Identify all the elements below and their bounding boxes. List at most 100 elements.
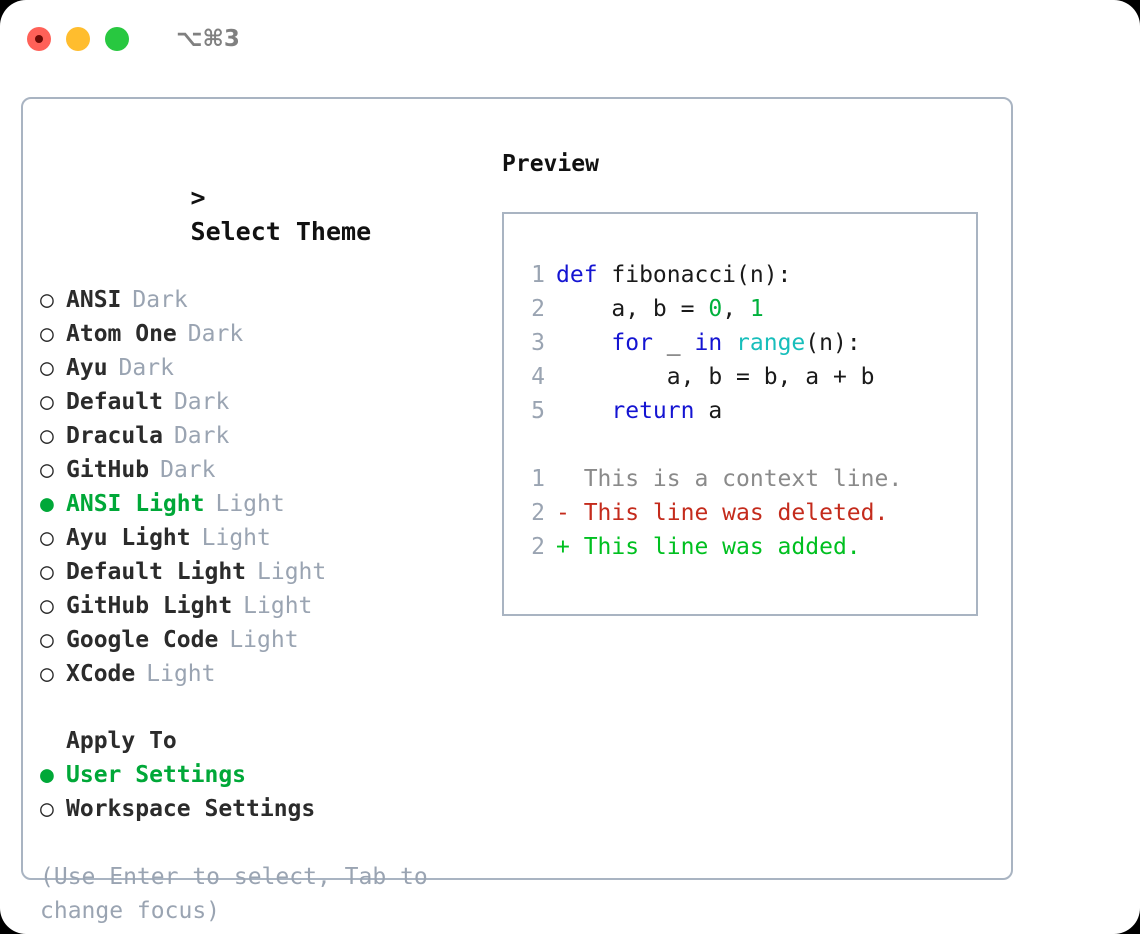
theme-variant-tag: Dark xyxy=(173,389,230,415)
code-line: 4 a, b = b, a + b xyxy=(518,360,976,394)
theme-list-item[interactable]: ○ GitHub Light Light xyxy=(40,589,493,623)
theme-list-item[interactable]: ○ Atom One Dark xyxy=(40,317,493,351)
code-token-kw: return xyxy=(611,398,695,424)
apply-to-item[interactable]: ○Workspace Settings xyxy=(40,792,493,826)
diff-line-number: 2 xyxy=(531,534,545,560)
code-line: 5 return a xyxy=(518,394,976,428)
code-line: 3 for _ in range(n): xyxy=(518,326,976,360)
window-controls xyxy=(27,27,129,51)
code-line-number: 2 xyxy=(531,296,545,322)
theme-name: Google Code xyxy=(66,627,219,653)
apply-to-item[interactable]: ● User Settings xyxy=(40,758,493,792)
code-token-txt: (n): xyxy=(805,330,861,356)
page-title-label: Select Theme xyxy=(190,217,372,246)
keyboard-hint: (Use Enter to select, Tab to change focu… xyxy=(40,864,428,924)
theme-list-item[interactable]: ○ Default Light Light xyxy=(40,555,493,589)
code-token-num: 0 xyxy=(708,296,723,322)
radio-selected-icon: ● xyxy=(40,762,54,788)
code-token-kw: in xyxy=(694,330,723,356)
code-line-text: def fibonacci(n): xyxy=(556,258,791,292)
code-token-txt: _ xyxy=(652,330,695,356)
code-line-number: 1 xyxy=(531,262,545,288)
diff-sample: 1 This is a context line.2- This line wa… xyxy=(518,462,976,564)
code-token-txt: fibonacci(n): xyxy=(611,262,792,288)
radio-unselected-icon: ○ xyxy=(40,423,54,449)
code-token-num: 1 xyxy=(749,296,764,322)
code-token-txt: , xyxy=(722,296,750,322)
code-token-txt: a, b = b, a + b xyxy=(556,364,875,390)
theme-variant-tag: Light xyxy=(146,661,216,687)
theme-list-item[interactable]: ○ Ayu Dark xyxy=(40,351,493,385)
theme-list-item[interactable]: ○ XCode Light xyxy=(40,657,493,691)
code-line-text: return a xyxy=(556,394,722,428)
diff-line: 2- This line was deleted. xyxy=(518,496,976,530)
code-token-txt: a xyxy=(694,398,723,424)
theme-name: ANSI Light xyxy=(66,491,205,517)
theme-variant-tag: Light xyxy=(243,593,313,619)
maximize-window-button[interactable] xyxy=(105,27,129,51)
code-line-text: a, b = 0, 1 xyxy=(556,292,764,326)
diff-line: 2 + This line was added. xyxy=(518,530,976,564)
theme-variant-tag: Dark xyxy=(118,355,174,381)
diff-line-text-del: - This line was deleted. xyxy=(556,500,889,526)
diff-line-text-ctx: This is a context line. xyxy=(556,466,903,492)
close-window-button[interactable] xyxy=(27,27,51,51)
theme-variant-tag: Light xyxy=(257,559,327,585)
theme-name: Default Light xyxy=(66,559,247,585)
theme-name: Ayu Light xyxy=(66,525,191,551)
code-token-fn: range xyxy=(736,330,806,356)
theme-name: Ayu xyxy=(66,355,108,381)
preview-title: Preview xyxy=(502,151,599,177)
radio-unselected-icon: ○ xyxy=(40,321,54,347)
radio-unselected-icon: ○ xyxy=(40,389,54,415)
code-diff-separator xyxy=(518,428,976,462)
theme-name: XCode xyxy=(66,661,136,687)
radio-unselected-icon: ○ xyxy=(40,661,54,687)
theme-variant-tag: Light xyxy=(215,491,285,517)
apply-to-header: Apply To xyxy=(66,728,177,754)
code-line-number: 3 xyxy=(531,330,545,356)
code-token-txt xyxy=(556,330,611,356)
title-bar: ⌥⌘3 xyxy=(0,0,1140,78)
code-line-number: 4 xyxy=(531,364,545,390)
code-line-number: 5 xyxy=(531,398,545,424)
theme-variant-tag: Dark xyxy=(187,321,244,347)
code-token-kw: for xyxy=(611,330,653,356)
theme-name: Atom One xyxy=(66,321,177,347)
keyboard-shortcut-label: ⌥⌘3 xyxy=(176,26,240,52)
apply-to-list: ● User Settings ○Workspace Settings xyxy=(40,758,493,826)
caret-icon: > xyxy=(190,183,206,212)
radio-unselected-icon: ○ xyxy=(40,355,54,381)
radio-unselected-icon: ○ xyxy=(40,627,54,653)
radio-unselected-icon: ○ xyxy=(40,593,54,619)
code-line: 1 def fibonacci(n): xyxy=(518,258,976,292)
code-line-text: for _ in range(n): xyxy=(556,326,861,360)
radio-unselected-icon: ○ xyxy=(40,796,54,822)
code-token-txt xyxy=(556,398,611,424)
minimize-window-button[interactable] xyxy=(66,27,90,51)
theme-name: GitHub Light xyxy=(66,593,233,619)
diff-line: 1 This is a context line. xyxy=(518,462,976,496)
code-line: 2 a, b = 0, 1 xyxy=(518,292,976,326)
page-title: > Select Theme xyxy=(40,147,493,283)
theme-variant-tag: Dark xyxy=(132,287,188,313)
apply-to-label: User Settings xyxy=(66,762,247,788)
radio-unselected-icon: ○ xyxy=(40,287,54,313)
radio-unselected-icon: ○ xyxy=(40,457,54,483)
diff-line-text-add: + This line was added. xyxy=(556,534,861,560)
radio-unselected-icon: ○ xyxy=(40,559,54,585)
